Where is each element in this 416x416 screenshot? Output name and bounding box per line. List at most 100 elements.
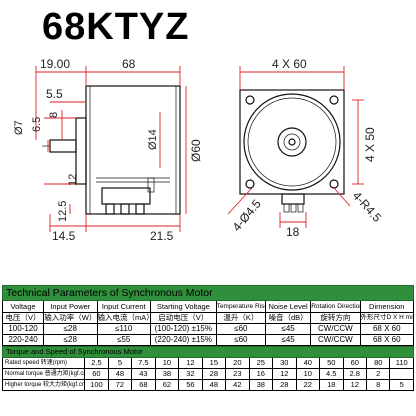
table-row: 100-120 ≤28 ≤110 (100-120) ±15% ≤60 ≤45 … — [1, 323, 415, 335]
table-cell: 8 — [365, 379, 391, 391]
sub-noise-level: 噪音（dB） — [264, 312, 312, 324]
table-cell: 2.8 — [342, 368, 368, 380]
table-cell: 38 — [248, 379, 274, 391]
table-cell: 72 — [107, 379, 133, 391]
table-cell: 20 — [225, 357, 250, 369]
dim-corner-radius: 4-R4.5 — [350, 189, 385, 225]
table-cell: 42 — [225, 379, 250, 391]
side-view: 19.00 68 5.5 Ø7 6.5 8 Ø14 Ø60 12.5 12 14… — [13, 57, 203, 243]
dim-6-5: 6.5 — [31, 117, 43, 132]
table-cell: 12 — [178, 357, 203, 369]
dim-18: 18 — [286, 225, 300, 239]
table-cell: 40 — [295, 357, 321, 369]
table-cell: ≤45 — [264, 323, 312, 335]
sub-input-current: 输入电流（mA） — [96, 312, 151, 324]
table-cell: 48 — [107, 368, 133, 380]
table-cell: 48 — [201, 379, 227, 391]
table-cell: 60 — [342, 357, 368, 369]
dim-19: 19.00 — [40, 57, 70, 71]
table-row: Higher torque 较大力矩(kgf.cm) 100 72 68 62 … — [1, 379, 414, 391]
table-row: Rated speed 转速(rpm) 2.5 5 7.5 10 12 15 2… — [1, 357, 414, 369]
dim-hole-dia: 4-Ø4.5 — [230, 197, 265, 234]
motor-face-circle — [243, 93, 341, 191]
table-cell: (100-120) ±15% — [149, 323, 217, 335]
table-cell: 25 — [248, 357, 274, 369]
mount-hole — [245, 95, 255, 105]
table-cell: 60 — [84, 368, 109, 380]
row-label: Normal torque 普通力矩(kgf.cm) — [1, 368, 86, 380]
mount-hole — [329, 95, 339, 105]
table-cell: 100 — [84, 379, 109, 391]
connector-block — [101, 187, 151, 205]
torque-speed-heading: Torque and Speed of Synchronous Motor — [2, 346, 414, 358]
table-cell: 2.5 — [84, 357, 109, 369]
table-cell: 68 X 60 — [359, 334, 415, 346]
hdr-temperature-rise: Temperature Rise — [215, 300, 267, 313]
table-cell: 100-120 — [1, 323, 45, 335]
dim-14-5: 14.5 — [52, 229, 76, 243]
sub-voltage: 电压（V） — [1, 312, 45, 324]
row-label: Rated speed 转速(rpm) — [1, 357, 86, 369]
table-cell: 10 — [154, 357, 180, 369]
table-cell: ≤45 — [264, 334, 312, 346]
torque-speed-table: Torque and Speed of Synchronous Motor Ra… — [1, 346, 414, 391]
spec-tables: Technical Parameters of Synchronous Moto… — [1, 285, 415, 391]
dim-12: 12 — [67, 174, 79, 186]
front-view: 4 X 60 4 X 50 4-Ø4.5 4-R4.5 18 — [227, 57, 385, 239]
table-cell: 12 — [272, 368, 297, 380]
table-cell: 56 — [178, 379, 203, 391]
table-cell: ≤60 — [215, 334, 267, 346]
dim-12-5: 12.5 — [57, 201, 69, 222]
hdr-noise-level: Noise Level — [264, 300, 312, 313]
dim-5-5: 5.5 — [46, 87, 63, 101]
table-cell: 38 — [154, 368, 180, 380]
dim-4x60: 4 X 60 — [272, 57, 307, 71]
dim-21-5: 21.5 — [150, 229, 174, 243]
table-cell: 5 — [389, 379, 414, 391]
table-cell: ≤60 — [215, 323, 267, 335]
table-cell: (220-240) ±15% — [149, 334, 217, 346]
table-cell — [389, 368, 414, 380]
dim-14: Ø14 — [147, 129, 159, 150]
table-cell: 2 — [365, 368, 391, 380]
table-cell: 43 — [131, 368, 156, 380]
table-cell: 7.5 — [131, 357, 156, 369]
table-cell: 68 X 60 — [359, 323, 415, 335]
table-cell: 16 — [248, 368, 274, 380]
technical-drawing: 19.00 68 5.5 Ø7 6.5 8 Ø14 Ø60 12.5 12 14… — [13, 57, 385, 243]
table-cell: 18 — [319, 379, 344, 391]
table-cell: ≤55 — [96, 334, 151, 346]
mount-plate-outline — [239, 89, 345, 195]
mount-hole — [245, 179, 255, 189]
mount-hole — [329, 179, 339, 189]
table-cell: 50 — [319, 357, 344, 369]
model-title: 68KTYZ — [42, 6, 190, 48]
hdr-starting-voltage: Starting Voltage — [149, 300, 217, 313]
sub-starting-voltage: 启动电压（V） — [149, 312, 217, 324]
table-cell: 10 — [295, 368, 321, 380]
table-cell: ≤28 — [43, 334, 98, 346]
dim-shaft-dia: Ø7 — [13, 120, 25, 135]
sub-dimension: 外形尺寸D X H mm — [359, 312, 415, 324]
dim-60: Ø60 — [189, 139, 203, 162]
table-cell: 80 — [365, 357, 391, 369]
tech-params-heading: Technical Parameters of Synchronous Moto… — [2, 285, 414, 301]
hdr-input-power: Input Power — [43, 300, 98, 313]
table-cell: 15 — [201, 357, 227, 369]
table-cell: 28 — [272, 379, 297, 391]
sub-input-power: 输入功率（W） — [43, 312, 98, 324]
dim-68: 68 — [122, 57, 136, 71]
dim-4x50: 4 X 50 — [363, 127, 377, 162]
dim-8: 8 — [48, 112, 60, 118]
table-row: 220-240 ≤28 ≤55 (220-240) ±15% ≤60 ≤45 C… — [1, 334, 415, 346]
table-cell: 220-240 — [1, 334, 45, 346]
table-cell: 30 — [272, 357, 297, 369]
table-cell: CW/CCW — [310, 334, 361, 346]
technical-parameters-table: Technical Parameters of Synchronous Moto… — [1, 285, 415, 346]
hdr-dimension: Dimension — [359, 300, 415, 313]
hdr-input-current: Input Current — [96, 300, 151, 313]
hdr-voltage: Voltage — [1, 300, 45, 313]
sub-rotation-direction: 旋转方向 — [310, 312, 361, 324]
table-cell: 23 — [225, 368, 250, 380]
